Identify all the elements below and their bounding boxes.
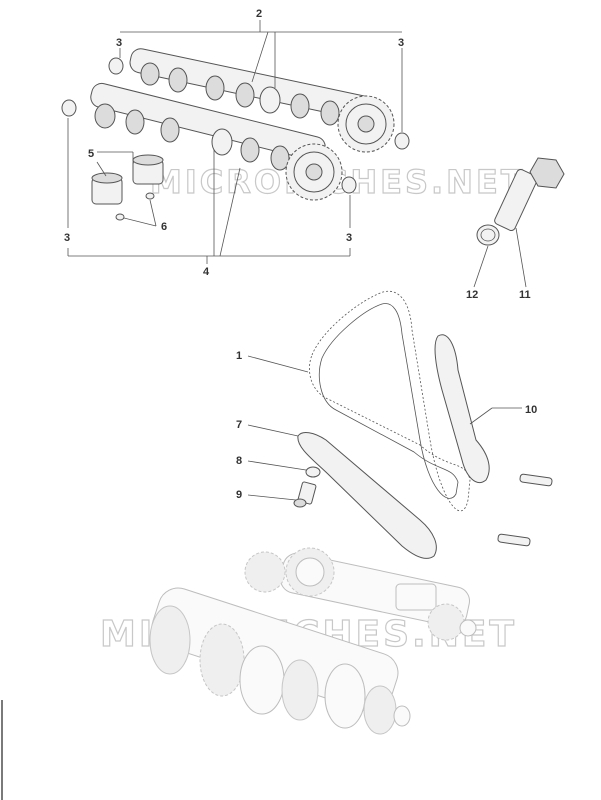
upper-camshaft [129, 48, 372, 126]
callout-1: 1 [236, 350, 242, 362]
shim-2 [115, 213, 125, 221]
callout-12: 12 [466, 289, 478, 301]
leader-lines-upper [67, 20, 527, 288]
dowel-pin-2 [497, 533, 531, 547]
plug-cap-1 [108, 57, 124, 75]
callout-3-bottom-left: 3 [64, 232, 70, 244]
chain-tensioner [494, 157, 565, 232]
tappet-bucket [91, 154, 164, 205]
callout-6: 6 [161, 221, 167, 233]
upper-cam-sprocket [337, 95, 395, 153]
dowel-pin-1 [519, 473, 553, 487]
timing-chain [309, 290, 471, 512]
plug-cap-2 [61, 99, 77, 117]
balancer-shaft [244, 547, 477, 641]
callout-3-top-right: 3 [398, 37, 404, 49]
callout-5: 5 [88, 148, 94, 160]
lower-cam-sprocket [285, 143, 343, 201]
crankshaft [149, 587, 411, 735]
callout-4: 4 [203, 266, 210, 278]
lower-camshaft [90, 82, 326, 171]
callout-11: 11 [519, 289, 531, 301]
shim-1 [145, 192, 155, 200]
pivot-bolt [293, 481, 317, 508]
sealing-washer [476, 224, 500, 246]
chain-tensioner-slipper [297, 432, 437, 559]
callout-7: 7 [236, 419, 242, 431]
pivot-washer [305, 466, 321, 478]
plug-cap-4 [341, 176, 357, 194]
callout-9: 9 [236, 489, 242, 501]
callout-8: 8 [236, 455, 242, 467]
chain-guide-fixed [434, 334, 490, 483]
callout-3-top-left: 3 [116, 37, 122, 49]
callout-2: 2 [256, 8, 262, 20]
callout-3-bottom-right: 3 [346, 232, 352, 244]
plug-cap-3 [394, 132, 410, 150]
callout-10: 10 [525, 404, 537, 416]
leader-lines-mid [247, 355, 522, 501]
